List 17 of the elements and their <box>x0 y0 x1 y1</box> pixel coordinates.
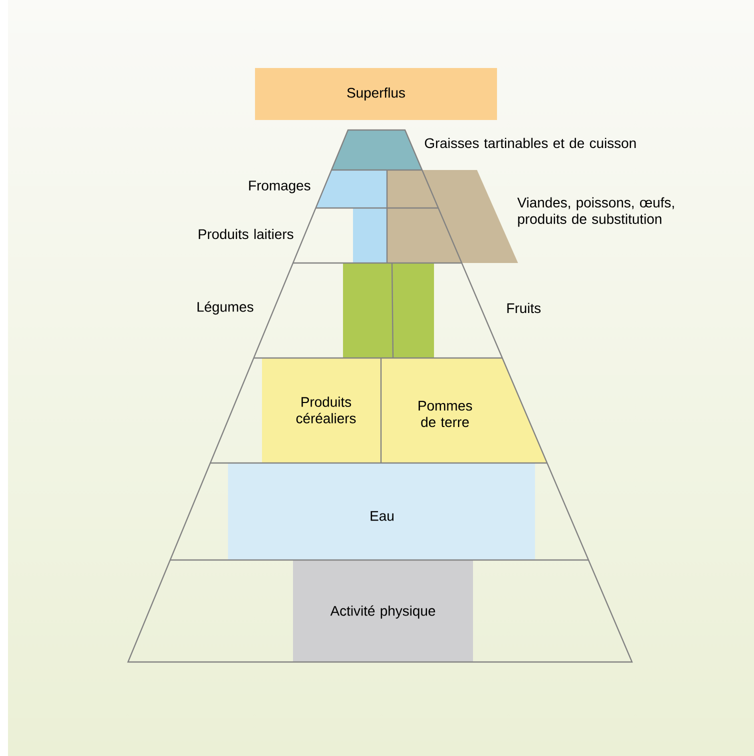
category-box: Produits céréaliers <box>262 358 381 463</box>
category-box: Eau <box>228 463 535 560</box>
category-label: Graisses tartinables et de cuisson <box>424 138 636 148</box>
food-band <box>316 170 387 208</box>
food-band <box>331 130 422 170</box>
category-label: Légumes <box>198 301 254 315</box>
category-label: Viandes, poissons, œufs, produits de substitution <box>517 197 674 227</box>
food-band <box>387 170 518 263</box>
category-box: Pommes de terre <box>381 358 548 463</box>
category-label: Fromages <box>249 180 310 194</box>
food-bar <box>343 263 392 358</box>
category-box: Activité physique <box>293 560 473 662</box>
category-label: Fruits <box>507 302 541 314</box>
food-bar <box>353 208 387 263</box>
category-label: Produits laitiers <box>198 228 294 240</box>
food-bar <box>392 263 434 358</box>
category-box: Superflus <box>255 68 497 120</box>
